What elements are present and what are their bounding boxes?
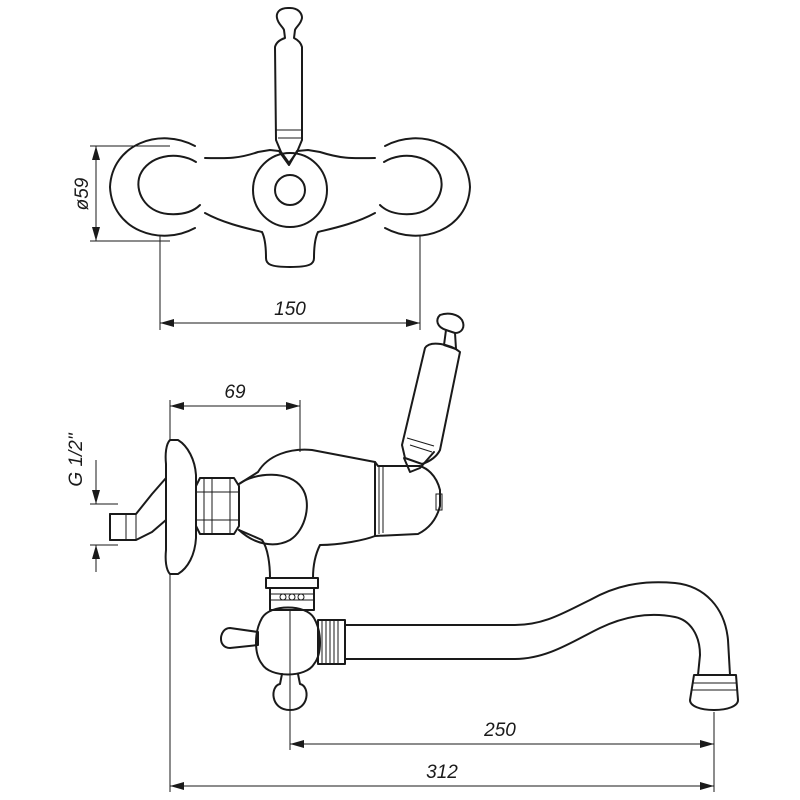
thread-label: G 1/2" [66, 432, 87, 486]
depth-body-label: 69 [224, 382, 246, 403]
spout-reach-label: 250 [483, 720, 516, 741]
hex-nut [195, 477, 240, 535]
valve-body [238, 448, 443, 579]
dim-width-top: 150 [159, 236, 421, 330]
dim-diameter: ø59 [72, 145, 170, 242]
cross-handle [220, 606, 321, 711]
spout [317, 581, 739, 711]
dim-depth-body: 69 [169, 382, 301, 452]
dim-spout-reach: 250 [289, 610, 715, 750]
dim-overall-length: 312 [169, 574, 715, 792]
top-body [109, 137, 471, 268]
side-lever-handle [401, 312, 465, 473]
top-lever-handle [274, 7, 303, 164]
diameter-label: ø59 [72, 177, 93, 210]
side-view: 69 G 1/2" 250 312 [66, 312, 739, 792]
dim-thread: G 1/2" [66, 432, 118, 572]
overall-length-label: 312 [426, 762, 458, 783]
swivel-connector [265, 577, 319, 611]
top-view: ø59 150 [72, 7, 471, 330]
width-top-label: 150 [274, 299, 306, 320]
wall-flange [164, 439, 197, 575]
inlet-nipple [109, 477, 167, 541]
